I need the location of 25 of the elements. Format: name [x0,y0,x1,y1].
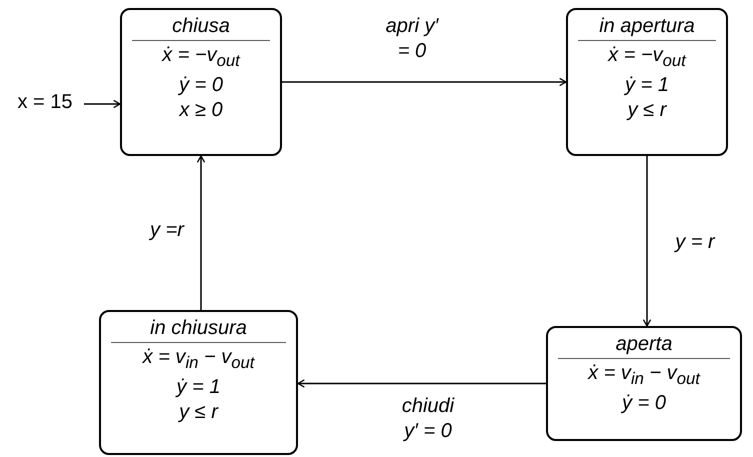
transition-arrow [196,155,206,310]
state-equation: ẋ = v$_{in}$ − v$_{out}$ [141,345,256,374]
state-equation: ẋ = −v$_{out}$ [160,43,242,72]
state-box [566,8,728,156]
state-box [99,310,298,455]
state-box [546,326,742,441]
state-name: in apertura [578,14,716,41]
state-name: chiusa [132,14,270,41]
state-equation: ẋ = −v$_{out}$ [606,43,688,72]
state-equation: ẏ = 1 [623,73,670,98]
state-equation: y ≤ r [626,98,668,123]
state-name: in chiusura [111,316,286,343]
state-box [120,8,282,156]
state-name: aperta [558,332,730,359]
state-equation: ẋ = v$_{in}$ − v$_{out}$ [586,361,702,390]
state-equation: ẏ = 0 [177,73,224,98]
transition-arrow [642,156,652,327]
transition-arrow [297,379,546,388]
state-equation: ẏ = 0 [620,391,667,416]
state-equation: y ≤ r [177,400,220,425]
state-equation: x ≥ 0 [178,98,224,123]
transition-arrow [84,100,121,108]
initial-condition: x = 15 [6,90,84,118]
transition-arrow [282,78,567,86]
state-equation: ẏ = 1 [174,375,222,400]
